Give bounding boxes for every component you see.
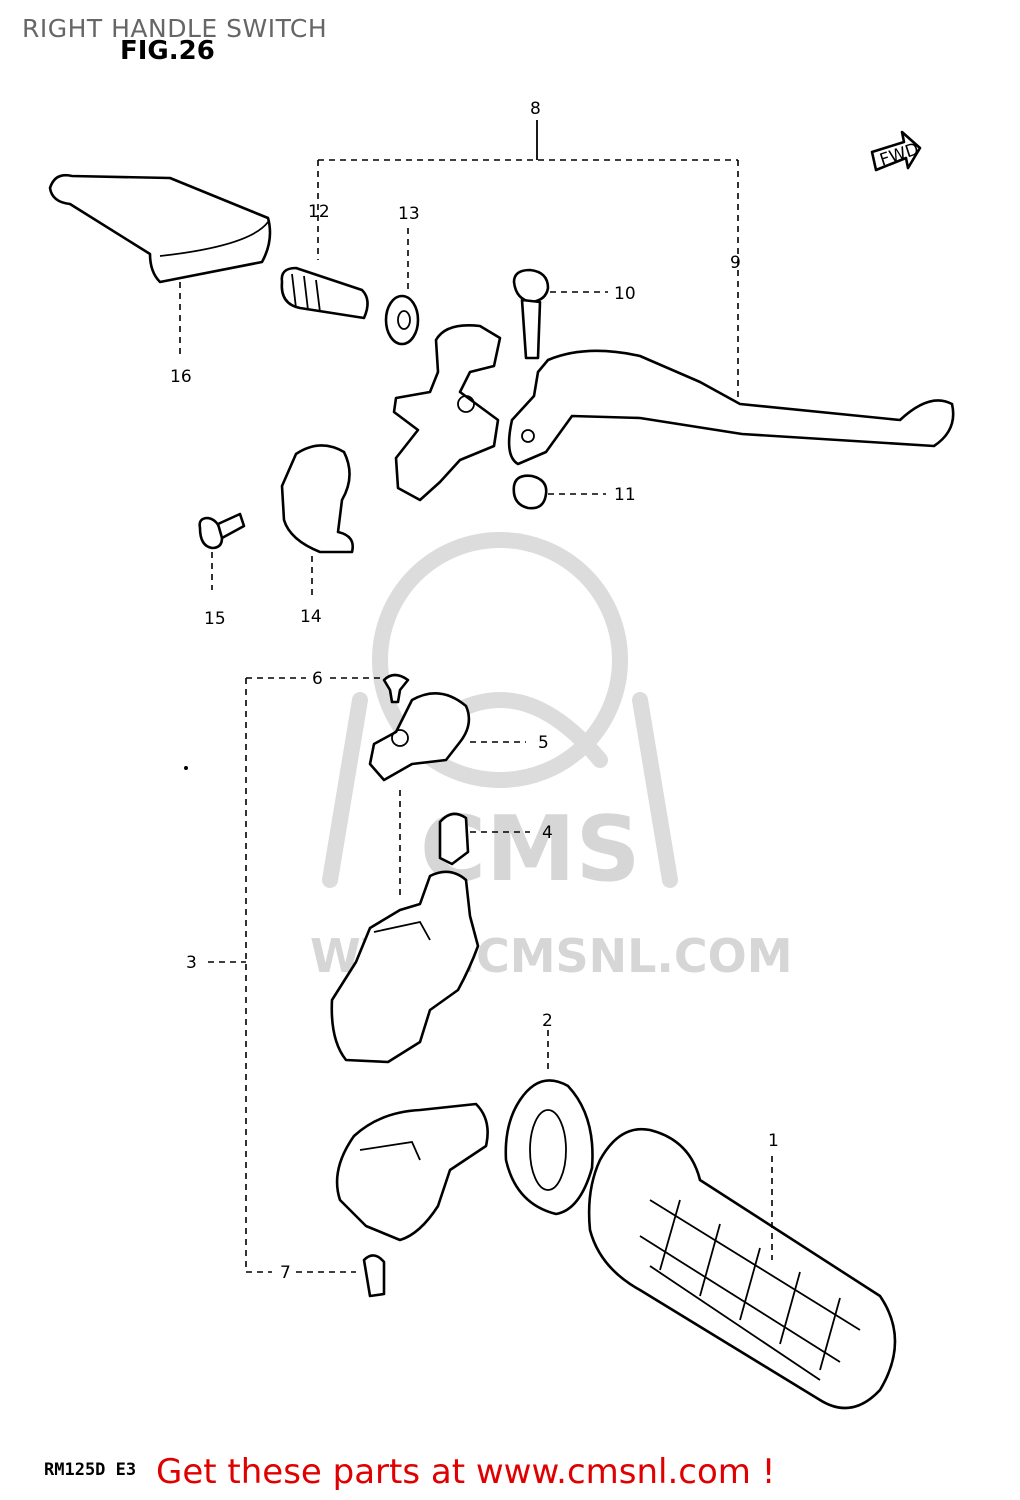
- bracket-8-9: [317, 120, 739, 400]
- part-13-nut: [384, 228, 420, 346]
- forward-arrow-icon: FWD: [870, 130, 921, 172]
- part-16-cover: [48, 173, 272, 355]
- part-11-nut: [512, 474, 606, 510]
- part-10-bolt: [512, 268, 608, 360]
- callout-13: 13: [398, 204, 420, 224]
- part-4-knob: [399, 790, 530, 900]
- callout-6: 6: [312, 669, 323, 689]
- callout-9: 9: [730, 253, 741, 273]
- model-code: RM125D E3: [44, 1460, 137, 1480]
- forward-arrow-label: FWD: [877, 139, 921, 170]
- callout-10: 10: [614, 284, 636, 304]
- part-1-grip: [587, 1127, 897, 1410]
- promo-link[interactable]: Get these parts at www.cmsnl.com !: [156, 1452, 776, 1492]
- callout-1: 1: [768, 1131, 779, 1151]
- part-9-lever: [507, 349, 955, 466]
- part-switch-upper-housing: [330, 870, 480, 1064]
- callout-4: 4: [542, 823, 553, 843]
- part-7-screw: [296, 1254, 386, 1298]
- page-title: RIGHT HANDLE SWITCH: [22, 14, 328, 43]
- callout-8: 8: [530, 99, 541, 119]
- part-switch-lower-housing: [335, 1102, 489, 1242]
- part-2-throttle-collar: [504, 1030, 594, 1216]
- callout-12: 12: [308, 202, 330, 222]
- figure-label: FIG.26: [120, 36, 215, 66]
- part-15-screw: [198, 512, 246, 590]
- callout-7: 7: [280, 1263, 291, 1283]
- callout-11: 11: [614, 485, 636, 505]
- callout-16: 16: [170, 367, 192, 387]
- part-14-clamp: [280, 444, 354, 595]
- callout-labels: 1 2 3 4 5 6 7 8 9 10 11 12 13 14 15 16: [170, 99, 779, 1283]
- callout-2: 2: [542, 1011, 553, 1031]
- callout-5: 5: [538, 733, 549, 753]
- part-5-switch-cover: [368, 692, 526, 782]
- bracket-3: [208, 677, 386, 1273]
- part-lever-holder: [392, 324, 502, 502]
- callout-3: 3: [186, 953, 197, 973]
- part-12-adjuster: [280, 266, 369, 320]
- part-6-screw: [382, 673, 410, 704]
- callout-15: 15: [204, 609, 226, 629]
- callout-14: 14: [300, 607, 322, 627]
- stray-dot: [184, 766, 188, 770]
